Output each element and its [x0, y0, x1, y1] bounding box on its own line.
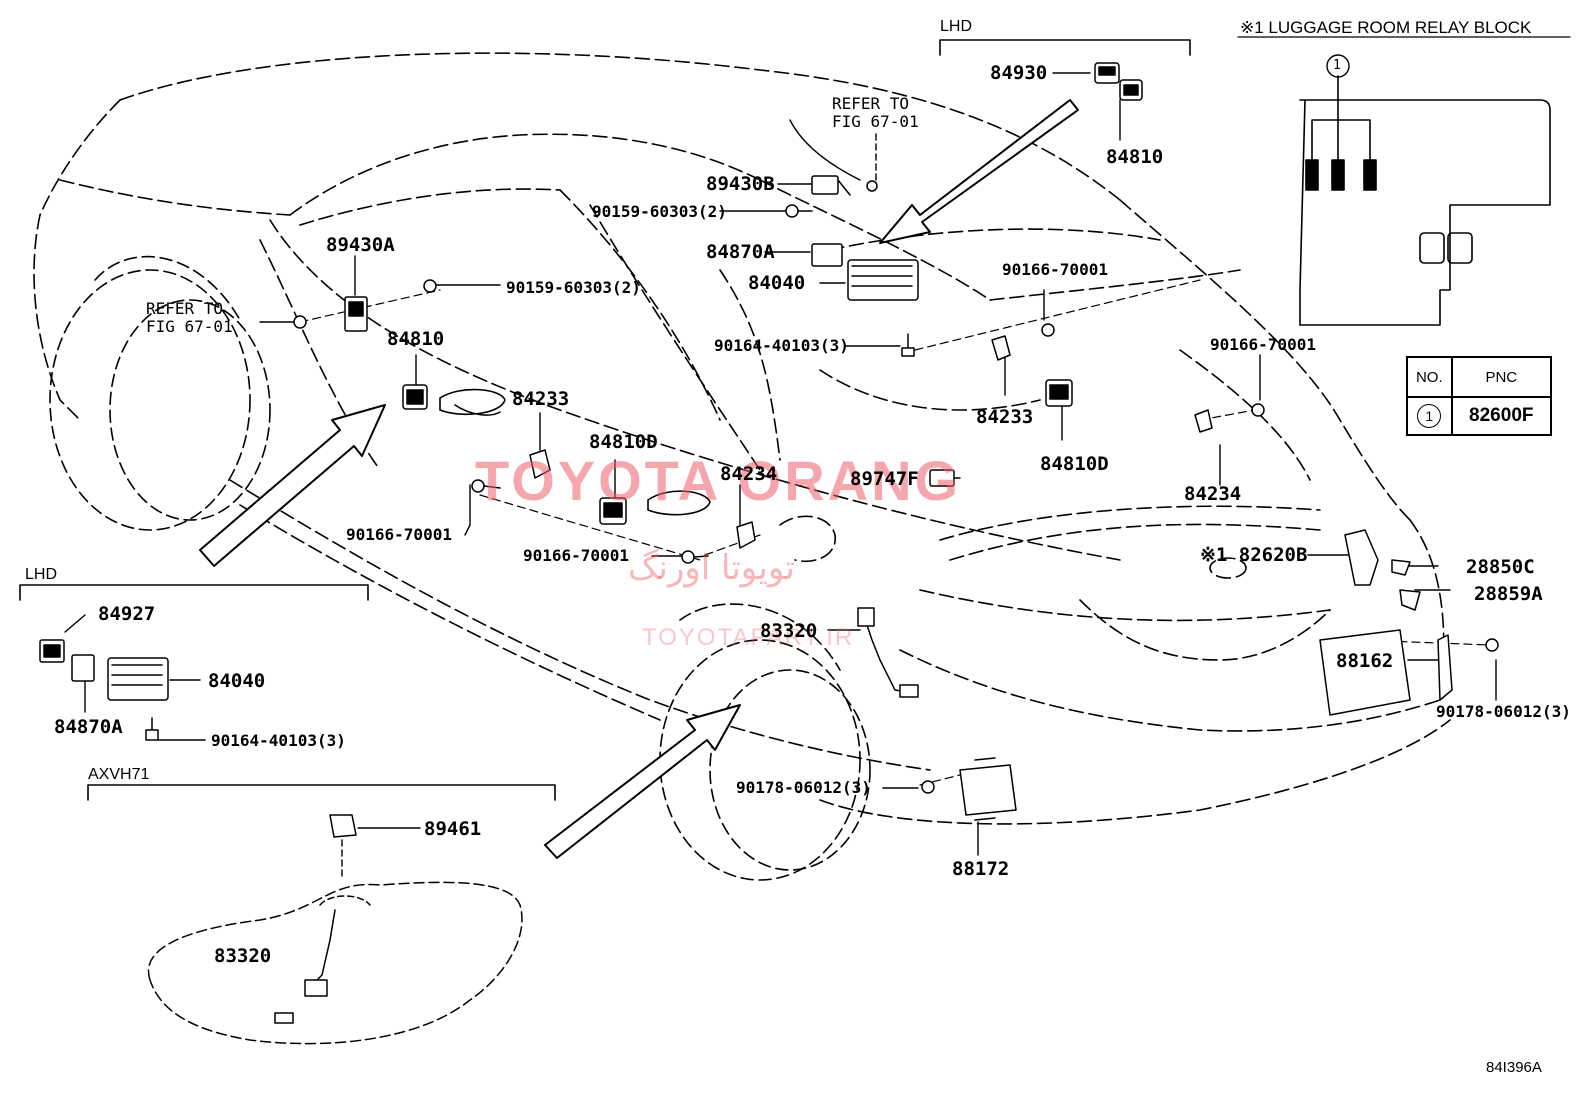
part-label-84233-center[interactable]: 84233: [512, 388, 570, 410]
part-label-90159-left[interactable]: 90159-60303(2): [506, 278, 641, 297]
part-label-84870A-top[interactable]: 84870A: [706, 241, 775, 263]
part-label-84810D-right[interactable]: 84810D: [1040, 453, 1109, 475]
direction-arrows: [199, 99, 1079, 859]
part-label-84870A-left[interactable]: 84870A: [54, 716, 123, 738]
part-label-90164-top[interactable]: 90164-40103(3): [714, 336, 849, 355]
pnc-table-header-pnc: PNC: [1450, 356, 1553, 398]
pnc-table-no-circled: 1: [1417, 404, 1442, 428]
part-label-82620B[interactable]: ※1 82620B: [1200, 544, 1308, 566]
part-label-84040-left[interactable]: 84040: [208, 670, 266, 692]
part-label-90178-right[interactable]: 90178-06012(3): [1436, 702, 1571, 721]
door-handles: [439, 388, 711, 516]
section-axvh71: AXVH71: [88, 766, 150, 783]
pnc-table-header-no: NO.: [1406, 356, 1453, 398]
part-label-90166-center[interactable]: 90166-70001: [523, 546, 629, 565]
part-label-90178-center[interactable]: 90178-06012(3): [736, 778, 871, 797]
part-glyphs: [39, 62, 1499, 1045]
part-label-83320-center[interactable]: 83320: [760, 620, 818, 642]
part-label-89430A[interactable]: 89430A: [326, 234, 395, 256]
part-label-28859A[interactable]: 28859A: [1474, 583, 1543, 605]
relay-block-drawing: [1299, 75, 1551, 326]
part-label-89747F[interactable]: 89747F: [850, 468, 919, 490]
part-label-90166-left[interactable]: 90166-70001: [346, 525, 452, 544]
watermark-brand: TOYOTA ORANG: [475, 449, 962, 512]
refer-note-top[interactable]: REFER TO FIG 67-01: [832, 94, 919, 132]
part-label-84233-right[interactable]: 84233: [976, 406, 1034, 428]
part-label-84040-top[interactable]: 84040: [748, 272, 806, 294]
section-brackets: [19, 36, 1571, 801]
pnc-table-cell-pnc: 82600F: [1450, 396, 1553, 436]
part-label-28850C[interactable]: 28850C: [1466, 556, 1535, 578]
pnc-table: NO. PNC 1 82600F: [1406, 356, 1553, 436]
car-body-outline: [33, 52, 1451, 825]
part-label-83320-left[interactable]: 83320: [214, 945, 272, 967]
part-label-84234-center[interactable]: 84234: [720, 463, 778, 485]
part-label-88162[interactable]: 88162: [1336, 650, 1394, 672]
part-label-90164-left[interactable]: 90164-40103(3): [211, 731, 346, 750]
part-label-90166-right-a[interactable]: 90166-70001: [1002, 260, 1108, 279]
relay-block-title: ※1 LUGGAGE ROOM RELAY BLOCK: [1240, 18, 1532, 37]
watermark-site: TOYOTAPART.IR: [642, 624, 855, 651]
section-lhd-left: LHD: [25, 566, 58, 583]
part-label-84810-topright[interactable]: 84810: [1106, 146, 1164, 168]
leader-lines: [64, 72, 1497, 956]
part-label-84810-left[interactable]: 84810: [387, 328, 445, 350]
relay-marker-number: 1: [1333, 58, 1341, 73]
part-label-84930[interactable]: 84930: [990, 62, 1048, 84]
dashed-leaders: [299, 279, 1491, 786]
part-label-89430B[interactable]: 89430B: [706, 173, 775, 195]
part-label-84810D-center[interactable]: 84810D: [589, 431, 658, 453]
part-label-90159-top[interactable]: 90159-60303(2): [592, 202, 727, 221]
relay-marker-circle: [1326, 54, 1350, 78]
figure-code: 84I396A: [1486, 1059, 1542, 1076]
part-label-89461[interactable]: 89461: [424, 818, 482, 840]
pnc-table-cell-no: 1: [1406, 396, 1453, 436]
part-label-90166-right-b[interactable]: 90166-70001: [1210, 335, 1316, 354]
part-label-84927[interactable]: 84927: [98, 603, 156, 625]
section-lhd-top: LHD: [940, 18, 973, 35]
watermark-persian: تویوتا اورنگ: [628, 548, 795, 588]
refer-note-left[interactable]: REFER TO FIG 67-01: [146, 299, 233, 337]
part-label-84234-right[interactable]: 84234: [1184, 483, 1242, 505]
part-label-88172[interactable]: 88172: [952, 858, 1010, 880]
